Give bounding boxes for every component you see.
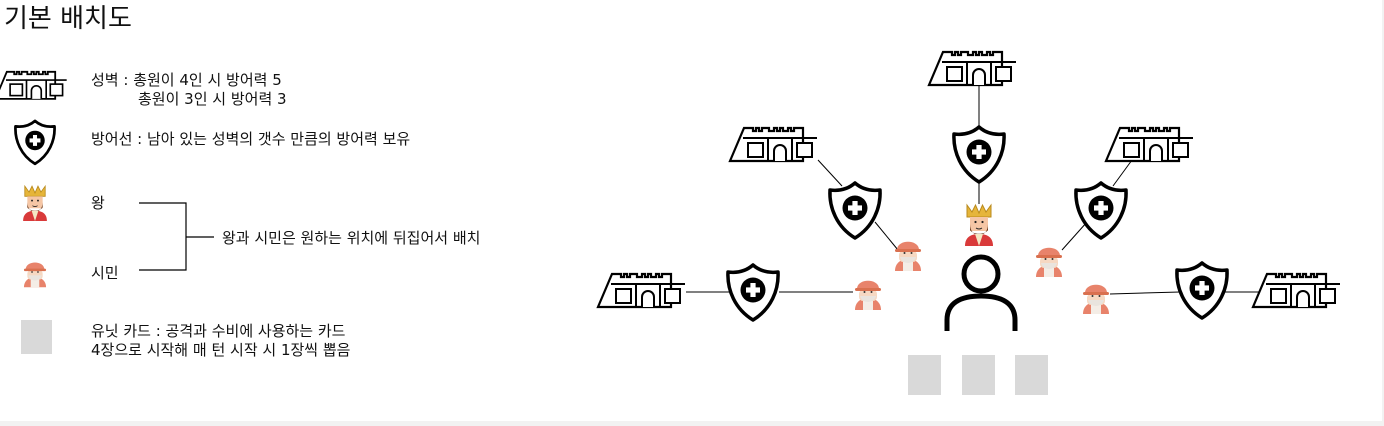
player-icon bbox=[944, 254, 1018, 331]
castle-wall-icon bbox=[1104, 126, 1195, 163]
unit-card-icon bbox=[962, 355, 995, 395]
shield-cross-icon bbox=[14, 119, 56, 166]
shield-cross-icon bbox=[726, 263, 780, 322]
citizen-icon bbox=[1083, 284, 1109, 314]
legend-wall-text: 성벽 : 총원이 4인 시 방어력 5 총원이 3인 시 방어력 3 bbox=[91, 71, 287, 109]
unit-card-icon bbox=[21, 320, 52, 354]
unit-card-icon bbox=[1015, 355, 1048, 395]
castle-wall-icon bbox=[0, 70, 68, 100]
connector-lines bbox=[686, 85, 1266, 295]
page-title: 기본 배치도 bbox=[4, 4, 132, 34]
castle-wall-icon bbox=[596, 272, 687, 309]
citizen-icon bbox=[1036, 247, 1062, 277]
legend-wall-line1: 성벽 : 총원이 4인 시 방어력 5 bbox=[91, 71, 282, 89]
legend-bracket-note: 왕과 시민은 원하는 위치에 뒤집어서 배치 bbox=[222, 229, 481, 247]
citizen-icon bbox=[23, 262, 47, 288]
castle-wall-icon bbox=[1251, 272, 1342, 309]
castle-wall-icon bbox=[927, 50, 1018, 87]
shield-cross-icon bbox=[952, 125, 1006, 184]
castle-wall-icon bbox=[728, 126, 819, 163]
legend-citizen-text: 시민 bbox=[91, 264, 119, 282]
legend-card-line1: 유닛 카드 : 공격과 수비에 사용하는 카드 bbox=[91, 322, 346, 340]
citizen-icon bbox=[855, 280, 881, 310]
legend-card-text: 유닛 카드 : 공격과 수비에 사용하는 카드 4장으로 시작해 매 턴 시작 … bbox=[91, 322, 350, 360]
legend-shield-text: 방어선 : 남아 있는 성벽의 갯수 만큼의 방어력 보유 bbox=[91, 130, 411, 148]
citizen-icon bbox=[895, 241, 921, 271]
unit-card-icon bbox=[908, 355, 941, 395]
legend-wall-line2: 총원이 3인 시 방어력 3 bbox=[138, 90, 287, 108]
king-icon bbox=[22, 185, 48, 222]
legend-bracket bbox=[139, 202, 214, 271]
shield-cross-icon bbox=[828, 181, 882, 240]
shield-cross-icon bbox=[1074, 181, 1128, 240]
legend-king-text: 왕 bbox=[91, 194, 105, 212]
king-icon bbox=[964, 204, 994, 247]
shield-cross-icon bbox=[1175, 261, 1229, 320]
legend-card-line2: 4장으로 시작해 매 턴 시작 시 1장씩 뽑음 bbox=[91, 341, 351, 359]
